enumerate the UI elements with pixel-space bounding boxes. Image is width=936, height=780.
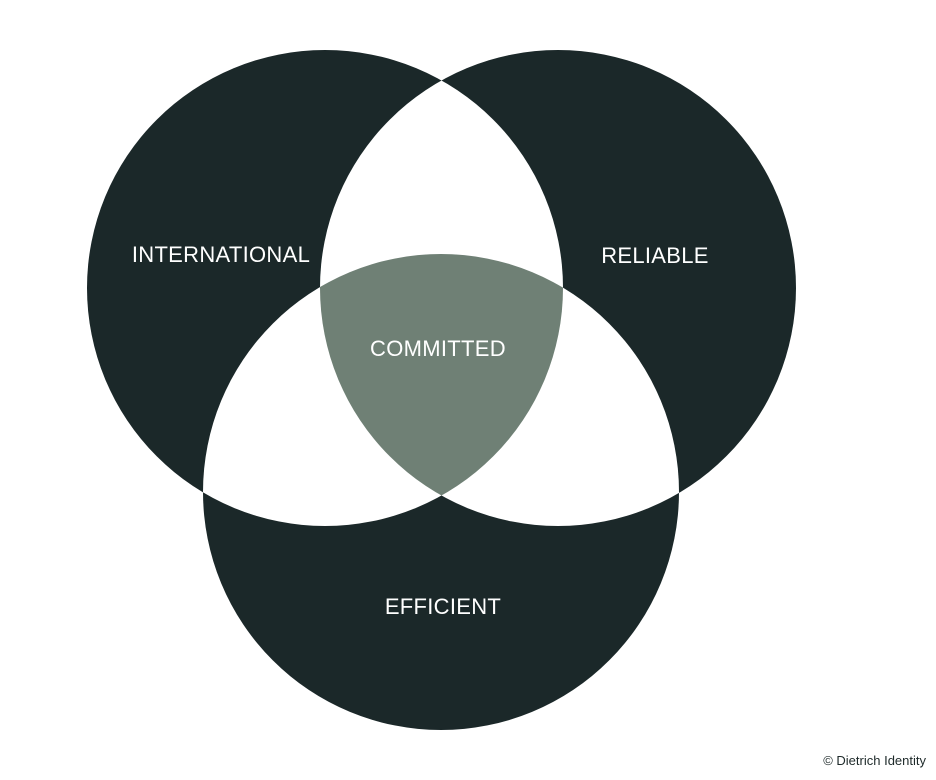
label-international: INTERNATIONAL xyxy=(132,242,310,267)
label-reliable: RELIABLE xyxy=(601,243,709,268)
copyright-notice: © Dietrich Identity xyxy=(823,753,926,768)
label-center-committed: COMMITTED xyxy=(370,336,506,361)
label-efficient: EFFICIENT xyxy=(385,594,501,619)
